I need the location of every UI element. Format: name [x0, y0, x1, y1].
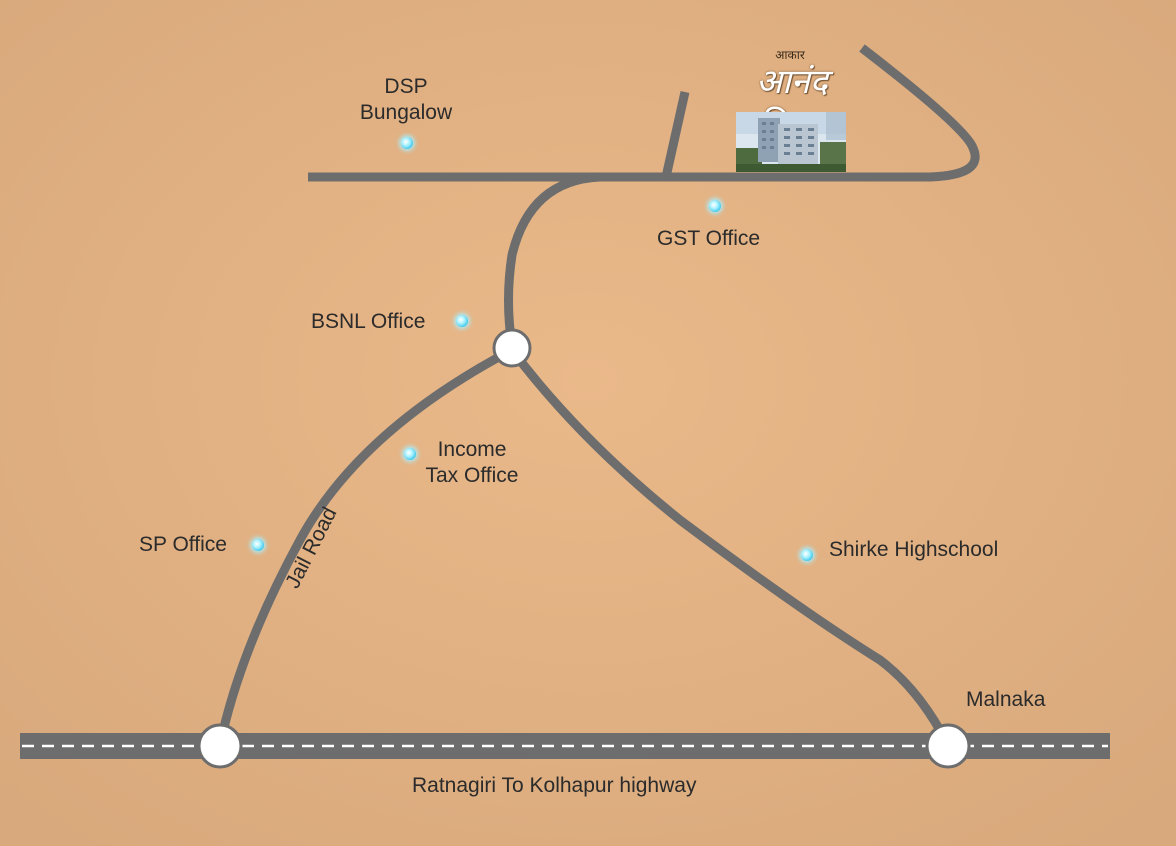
junction-malnaka [925, 723, 971, 769]
label-shirke-highschool: Shirke Highschool [829, 538, 999, 561]
label-malnaka: Malnaka [966, 688, 1046, 711]
jail-road [215, 346, 515, 746]
label-income-tax-office: Income Tax Office [425, 438, 519, 487]
pin-dsp-bungalow[interactable] [401, 137, 413, 149]
pin-gst-office[interactable] [709, 200, 721, 212]
brand-prefix: आकार [775, 48, 805, 62]
pin-bsnl-office[interactable] [456, 315, 468, 327]
junction-bsnl [492, 328, 532, 368]
pin-sp-office[interactable] [252, 539, 264, 551]
label-highway: Ratnagiri To Kolhapur highway [412, 774, 697, 797]
connector-road [504, 172, 601, 347]
building-image [736, 112, 846, 172]
label-sp-office: SP Office [139, 533, 227, 556]
label-bsnl-office: BSNL Office [311, 310, 426, 333]
spur-road [661, 91, 690, 178]
malnaka-road [508, 347, 953, 748]
junction-jail-road [197, 723, 243, 769]
top-road [308, 44, 980, 182]
label-gst-office: GST Office [657, 227, 761, 250]
label-dsp-bungalow: DSP Bungalow [359, 75, 453, 124]
pin-shirke-highschool[interactable] [801, 549, 813, 561]
pin-income-tax-office[interactable] [404, 448, 416, 460]
